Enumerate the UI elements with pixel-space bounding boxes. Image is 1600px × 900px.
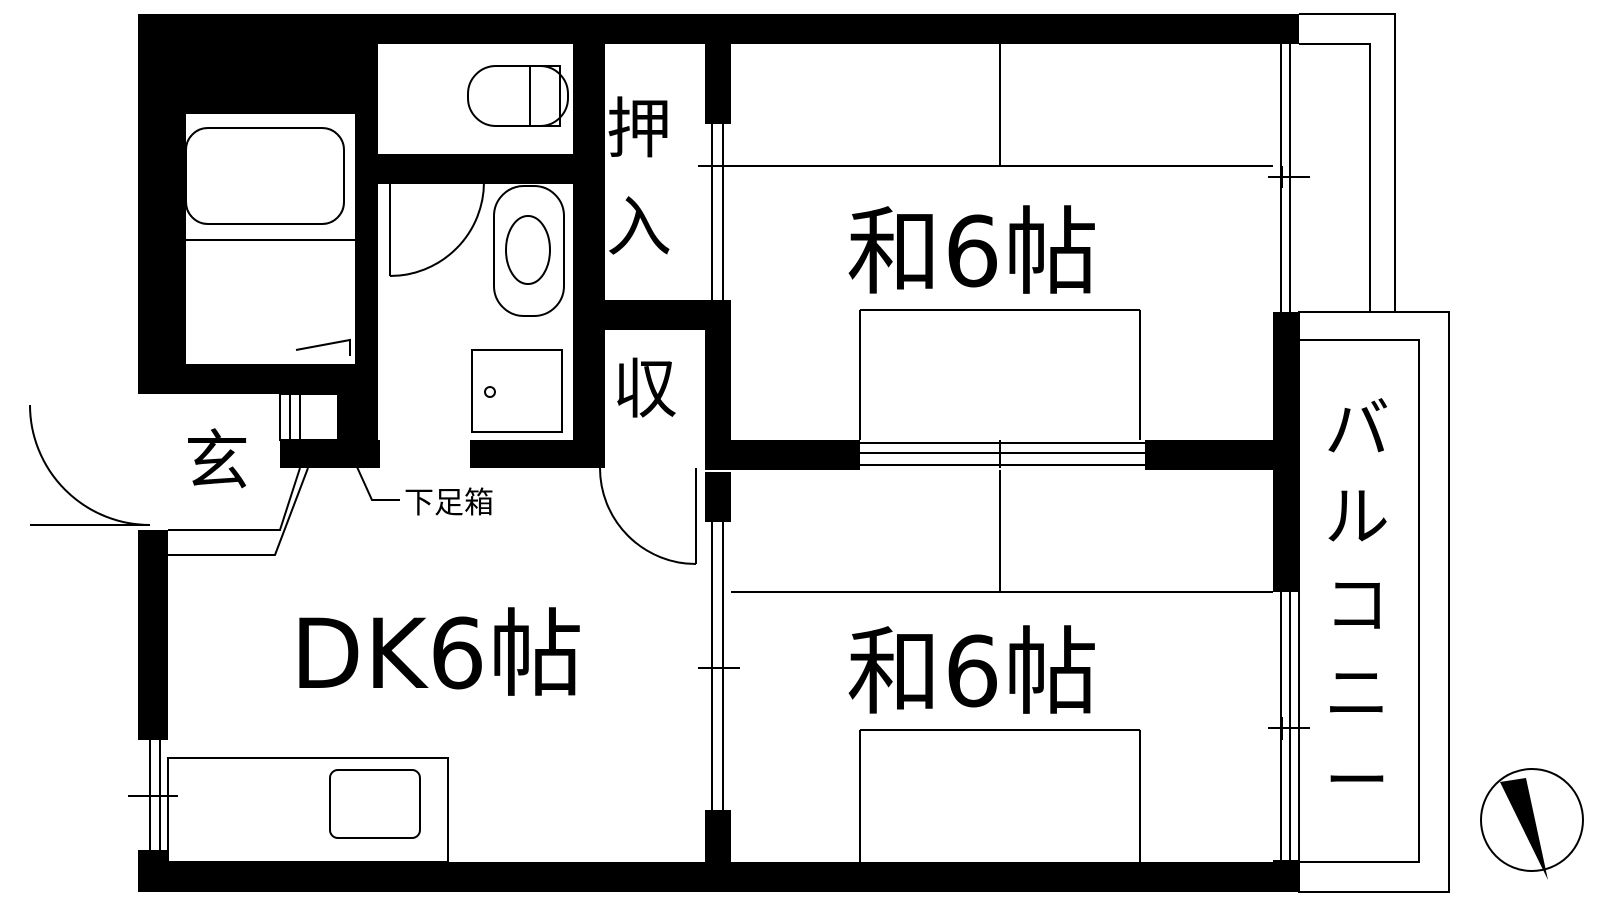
room-label-oshiire-top: 押 bbox=[606, 91, 672, 168]
window-ticks bbox=[128, 155, 1310, 808]
room-label-storage: 収 bbox=[612, 351, 678, 428]
north-arrow-icon bbox=[1480, 768, 1584, 880]
room-label-washitsu-lower: 和6帖 bbox=[846, 617, 1099, 729]
balcony-label-4: ニ bbox=[1324, 655, 1390, 732]
shoe-box-label: 下足箱 bbox=[404, 486, 494, 521]
walls bbox=[138, 14, 1299, 892]
room-label-washitsu-upper: 和6帖 bbox=[846, 197, 1099, 309]
balcony-label-5: ー bbox=[1324, 743, 1390, 820]
room-label-entrance: 玄 bbox=[184, 423, 250, 500]
room-label-oshiire-bottom: 入 bbox=[606, 189, 672, 266]
balcony-label-2: ル bbox=[1324, 479, 1390, 556]
room-labels: 和6帖 和6帖 DK6帖 押 入 収 玄 下足箱 バ ル コ ニ ー bbox=[184, 91, 1390, 820]
room-label-dk: DK6帖 bbox=[290, 599, 584, 711]
balcony-label-1: バ bbox=[1324, 391, 1390, 468]
balcony-label-3: コ bbox=[1324, 567, 1390, 644]
